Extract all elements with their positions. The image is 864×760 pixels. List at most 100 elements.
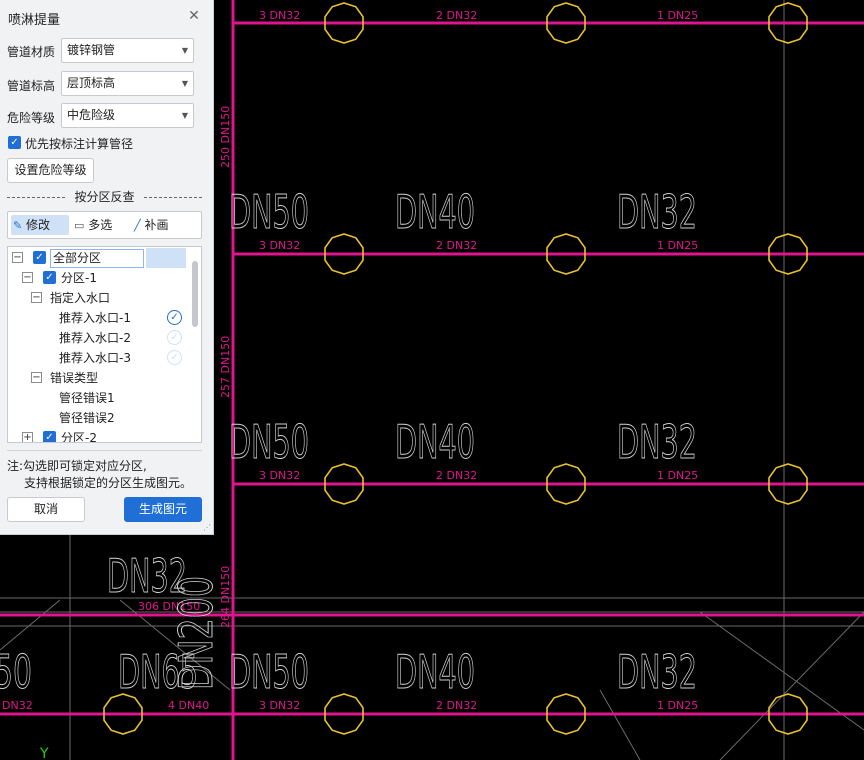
collapse-icon[interactable]: − (12, 252, 23, 263)
tool-multi-select[interactable]: ▭ 多选 (72, 215, 130, 235)
dn-annotation-vertical: DN200 (169, 576, 223, 690)
chevron-down-icon: ▼ (181, 79, 188, 88)
pipe-label-vertical: 250 DN150 (219, 106, 232, 168)
multi-select-icon: ▭ (74, 219, 85, 232)
pipe-label-vertical: 264 DN150 (219, 566, 232, 628)
tool-label: 修改 (26, 218, 51, 232)
sprinkler-head[interactable] (103, 693, 143, 735)
pipe-label: 3 DN32 (259, 469, 300, 482)
tree-node-inlet[interactable]: 推荐入水口-1 ✓ (8, 308, 188, 328)
select-value: 镀锌钢管 (67, 43, 116, 57)
pipe-label: DN32 (2, 699, 33, 712)
selected-check-icon[interactable]: ✓ (167, 310, 182, 325)
sprinkler-head[interactable] (324, 2, 364, 44)
pipe-labels: 3 DN32 2 DN32 1 DN25 3 DN32 2 DN32 1 DN2… (2, 9, 698, 712)
pipe-label: 2 DN32 (436, 239, 477, 252)
sprinkler-head[interactable] (324, 693, 364, 735)
collapse-icon[interactable]: − (31, 372, 42, 383)
select-value: 层顶标高 (67, 76, 116, 90)
draw-line-icon: ╱ (134, 219, 141, 232)
diameter-annotations: DN50 DN40 DN32 DN50 DN40 DN32 50 DN65 DN… (0, 185, 698, 700)
tool-edit[interactable]: ✎ 修改 (11, 215, 69, 235)
tree-label: 推荐入水口-1 (59, 311, 131, 325)
dn-annotation: DN40 (395, 185, 475, 239)
pipe-label: 1 DN25 (657, 9, 698, 22)
generate-button[interactable]: 生成图元 (124, 497, 202, 522)
tree-scrollbar[interactable] (192, 261, 198, 327)
dn-annotation: DN50 (229, 645, 309, 699)
dn-annotation: DN65 (118, 645, 198, 699)
sprinkler-head[interactable] (768, 463, 808, 505)
tool-label: 补画 (144, 218, 169, 232)
unselected-check-icon[interactable]: ✓ (167, 330, 182, 345)
zone-tree: − ✓ 全部分区 − ✓ 分区-1 − 指定入水口 推荐入水口-1 ✓ 推荐入水… (7, 246, 202, 443)
sprinkler-head[interactable] (324, 463, 364, 505)
dn-annotation: DN50 (229, 415, 309, 469)
chevron-down-icon: ▼ (181, 111, 188, 120)
tool-bar: ✎ 修改 ▭ 多选 ╱ 补画 (7, 211, 202, 239)
row-highlight (146, 248, 186, 268)
hazard-select[interactable]: 中危险级 ▼ (61, 103, 194, 128)
collapse-icon[interactable]: − (31, 292, 42, 303)
tree-node-inlet[interactable]: 推荐入水口-3 ✓ (8, 348, 188, 368)
dn-annotation: DN32 (617, 185, 697, 239)
pipe-label: 3 DN32 (259, 239, 300, 252)
select-value: 中危险级 (67, 108, 116, 122)
y-axis-label: Y (39, 746, 49, 760)
expand-icon[interactable]: + (22, 432, 33, 443)
sprinkler-head[interactable] (546, 233, 586, 275)
tool-draw[interactable]: ╱ 补画 (132, 215, 190, 235)
collapse-icon[interactable]: − (22, 272, 33, 283)
note-line-2: 支持根据锁定的分区生成图元。 (24, 476, 193, 490)
branch-pipes[interactable] (0, 21, 864, 716)
resize-grip-icon[interactable]: ⋰ (203, 523, 211, 532)
tree-checkbox[interactable]: ✓ (43, 271, 56, 284)
tree-label: 全部分区 (50, 249, 144, 268)
priority-checkbox[interactable]: ✓ (8, 136, 21, 149)
pipe-label: 1 DN25 (657, 469, 698, 482)
dn-annotation: DN32 (617, 415, 697, 469)
tree-label: 指定入水口 (50, 291, 111, 305)
priority-checkbox-label: 优先按标注计算管径 (25, 137, 134, 151)
tree-label: 分区-2 (61, 431, 97, 443)
set-hazard-level-button[interactable]: 设置危险等级 (7, 158, 94, 183)
cancel-button[interactable]: 取消 (7, 497, 85, 522)
tree-label: 推荐入水口-3 (59, 351, 131, 365)
unselected-check-icon[interactable]: ✓ (167, 350, 182, 365)
pipe-label: 3 DN32 (259, 699, 300, 712)
field-label-material: 管道材质 (7, 45, 56, 59)
close-icon[interactable]: ✕ (188, 8, 200, 24)
tree-label: 分区-1 (61, 271, 97, 285)
material-select[interactable]: 镀锌钢管▼ (61, 38, 194, 63)
pipe-label: 1 DN25 (657, 239, 698, 252)
tree-checkbox[interactable]: ✓ (43, 431, 56, 442)
field-label-hazard: 危险等级 (7, 111, 56, 125)
pipe-label: 2 DN32 (436, 469, 477, 482)
divider-line (7, 197, 65, 198)
sprinkler-group[interactable] (103, 2, 808, 735)
sprinkler-head[interactable] (768, 233, 808, 275)
pipe-label: 3 DN32 (259, 9, 300, 22)
panel-title: 喷淋提量 (8, 13, 61, 28)
section-title: 按分区反查 (74, 190, 135, 204)
sprinkler-head[interactable] (768, 693, 808, 735)
sprinkler-head[interactable] (324, 233, 364, 275)
section-divider: 按分区反查 (7, 190, 202, 204)
sprinkler-head[interactable] (546, 693, 586, 735)
pipe-label: 1 DN25 (657, 699, 698, 712)
sprinkler-head[interactable] (768, 2, 808, 44)
tree-label: 推荐入水口-2 (59, 331, 131, 345)
tree-label: 管径错误1 (59, 391, 115, 405)
dn-annotation: DN40 (395, 645, 475, 699)
tree-node-inlet[interactable]: 推荐入水口-2 ✓ (8, 328, 188, 348)
sprinkler-head[interactable] (546, 463, 586, 505)
dn-annotation: DN32 (617, 645, 697, 699)
tree-label: 管径错误2 (59, 411, 115, 425)
divider-line (144, 197, 202, 198)
elevation-select[interactable]: 层顶标高 ▼ (61, 71, 194, 96)
sprinkler-head[interactable] (546, 2, 586, 44)
tree-checkbox[interactable]: ✓ (33, 251, 46, 264)
tree-node-root[interactable]: − ✓ 全部分区 (8, 248, 186, 268)
